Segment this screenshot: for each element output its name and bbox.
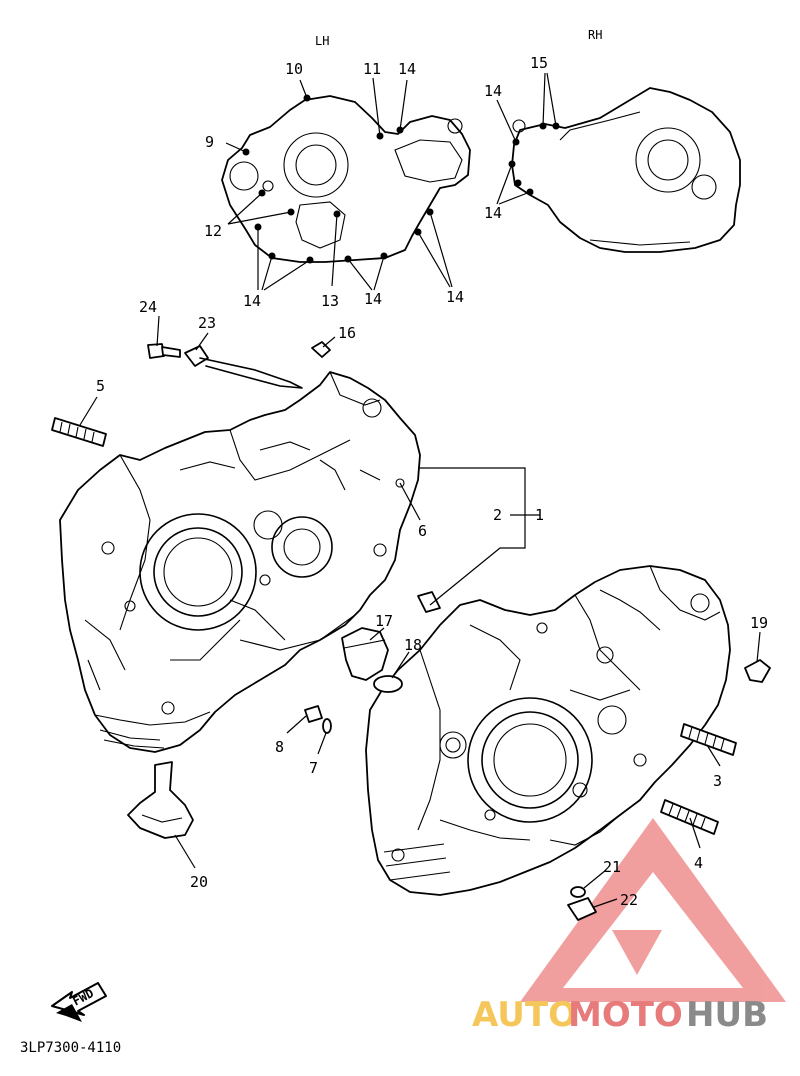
watermark-logo-triangle xyxy=(520,818,786,1002)
callout-21: 21 xyxy=(603,858,621,876)
callout-3: 3 xyxy=(713,772,722,790)
fwd-arrow-icon: FWD xyxy=(51,982,107,1022)
dowel-pin-8 xyxy=(304,705,323,723)
rh-gasket xyxy=(508,87,741,253)
o-ring-18 xyxy=(373,675,403,693)
callout-14: 14 xyxy=(484,82,502,100)
bracket-22 xyxy=(567,897,597,921)
callout-11: 11 xyxy=(363,60,381,78)
callout-10: 10 xyxy=(285,60,303,78)
callout-17: 17 xyxy=(375,612,393,630)
leader-lines xyxy=(79,72,761,908)
breather-pipe-23 xyxy=(184,345,303,389)
callout-6: 6 xyxy=(418,522,427,540)
callout-labels: 10 11 14 9 12 14 13 14 14 15 14 14 24 23… xyxy=(96,54,768,909)
watermark-hub: HUB xyxy=(686,995,768,1035)
callout-23: 23 xyxy=(198,314,216,332)
callout-19: 19 xyxy=(750,614,768,632)
right-crankcase-half xyxy=(365,565,731,896)
diagram-code: 3LP7300-4110 xyxy=(20,1040,121,1056)
stud-bolt-4 xyxy=(660,799,719,835)
o-ring-7 xyxy=(322,718,332,734)
callout-20: 20 xyxy=(190,873,208,891)
lh-gasket xyxy=(221,94,471,264)
callout-5: 5 xyxy=(96,377,105,395)
watermark-text: AUTO MOTO HUB xyxy=(472,995,768,1035)
callout-1: 1 xyxy=(535,506,544,524)
callout-15: 15 xyxy=(530,54,548,72)
callout-7: 7 xyxy=(309,759,318,777)
callout-24: 24 xyxy=(139,298,157,316)
plug-17 xyxy=(341,627,389,681)
dowel-pin-2 xyxy=(417,591,441,613)
left-crankcase-half xyxy=(59,371,421,753)
plate-20 xyxy=(127,761,194,839)
callout-4: 4 xyxy=(694,854,703,872)
callout-14: 14 xyxy=(484,204,502,222)
bolt-24 xyxy=(147,343,181,359)
callout-22: 22 xyxy=(620,891,638,909)
watermark-auto: AUTO xyxy=(472,995,577,1035)
callout-13: 13 xyxy=(321,292,339,310)
callout-14: 14 xyxy=(243,292,261,310)
callout-12: 12 xyxy=(204,222,222,240)
lh-header: LH xyxy=(315,34,329,48)
callout-18: 18 xyxy=(404,636,422,654)
clip-19 xyxy=(744,659,771,683)
callout-14: 14 xyxy=(446,288,464,306)
stud-bolt-3 xyxy=(680,723,737,756)
callout-2: 2 xyxy=(493,506,502,524)
callout-14: 14 xyxy=(398,60,416,78)
rh-header: RH xyxy=(588,28,602,42)
callout-8: 8 xyxy=(275,738,284,756)
callout-16: 16 xyxy=(338,324,356,342)
nut-16 xyxy=(311,341,331,358)
stud-bolt-5 xyxy=(51,417,107,447)
washer-21 xyxy=(570,886,586,898)
watermark-moto: MOTO xyxy=(568,995,683,1035)
callout-14: 14 xyxy=(364,290,382,308)
callout-9: 9 xyxy=(205,133,214,151)
